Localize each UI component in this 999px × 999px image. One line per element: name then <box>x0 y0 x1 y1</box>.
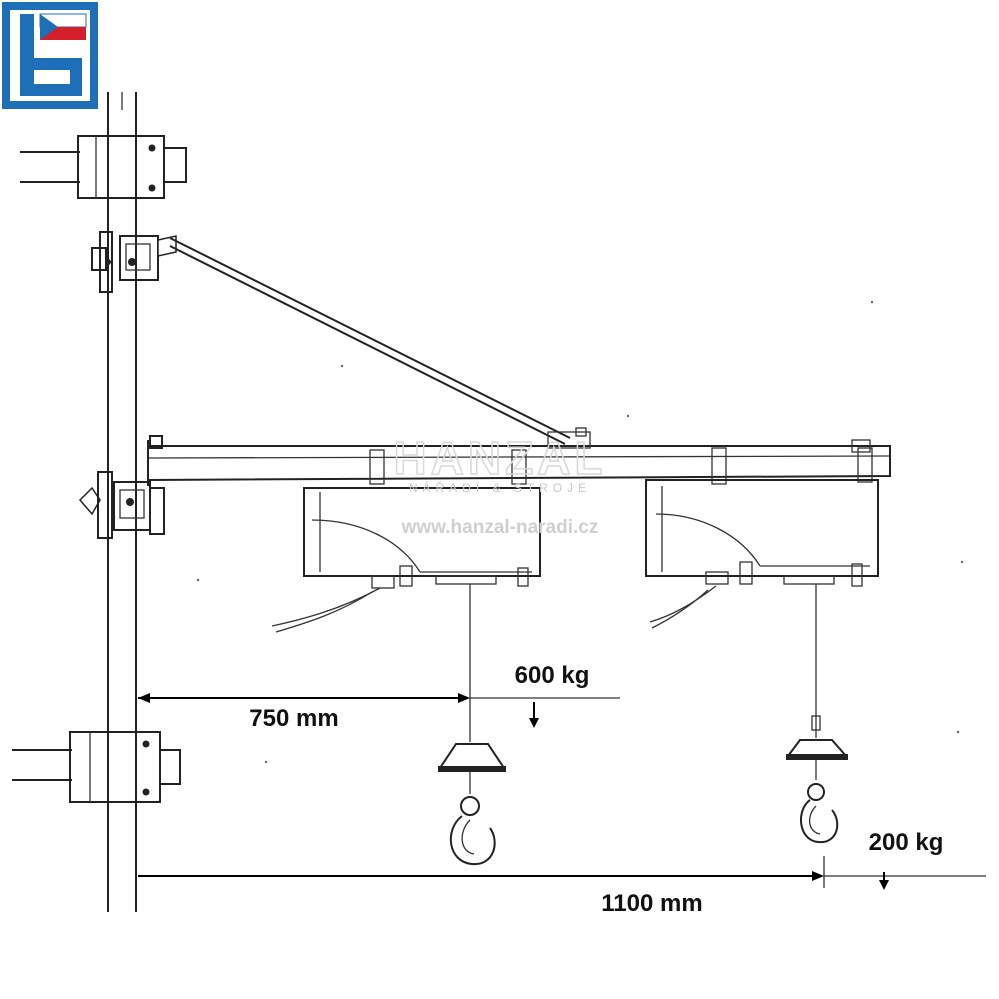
bottom-clamp <box>12 731 181 803</box>
hoist-far <box>645 479 879 844</box>
watermark: HANZAL NÁŘADÍ & STROJE www.hanzal-naradi… <box>393 431 606 538</box>
watermark-tagline: NÁŘADÍ & STROJE <box>409 480 591 495</box>
upper-brace-bracket <box>91 231 177 293</box>
watermark-url: www.hanzal-naradi.cz <box>401 517 599 538</box>
print-specks <box>196 300 964 764</box>
diagonal-brace <box>169 237 571 445</box>
watermark-name: HANZAL <box>393 432 606 484</box>
dimension-far: 1100 mm 200 kg <box>138 829 986 917</box>
dimension-near: 750 mm 600 kg <box>138 662 620 732</box>
hoist-near <box>271 487 541 866</box>
company-logo <box>2 2 98 109</box>
far-distance-label: 1100 mm <box>601 890 702 917</box>
lower-arm-bracket <box>78 471 165 539</box>
far-load-label: 200 kg <box>869 829 944 856</box>
near-distance-label: 750 mm <box>249 705 338 732</box>
jib-arm <box>147 427 891 486</box>
near-load-label: 600 kg <box>515 662 590 689</box>
top-clamp <box>20 135 187 199</box>
